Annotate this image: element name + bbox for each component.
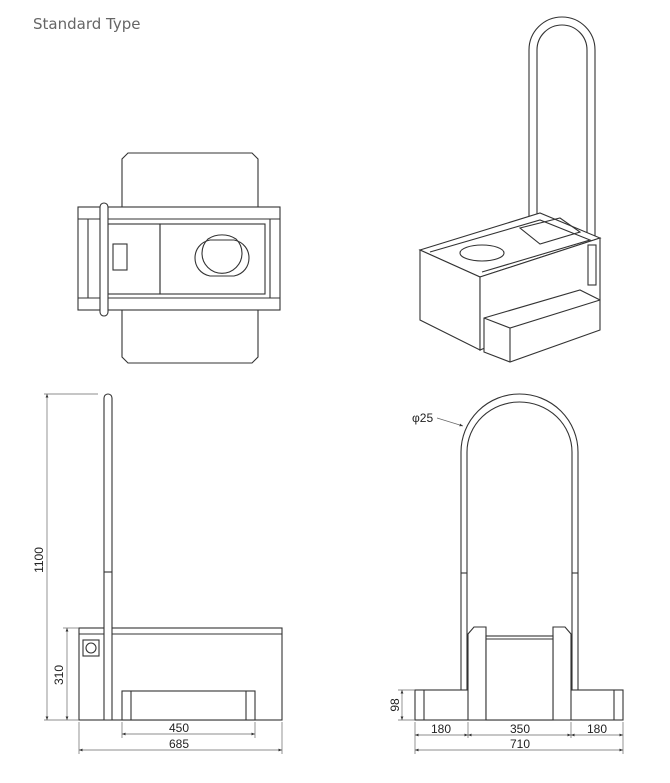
- dim-pipe-diameter: φ25: [412, 411, 433, 425]
- dim-height-box: 310: [52, 665, 66, 685]
- dim-depth-total: 685: [169, 737, 189, 751]
- heading: Standard Type: [33, 15, 141, 33]
- top-view: [77, 152, 281, 364]
- dim-center-width: 350: [510, 722, 530, 736]
- front-view: φ25 98 180 350 180 710: [388, 393, 624, 754]
- dim-side-left: 180: [431, 722, 451, 736]
- dim-step-length: 450: [169, 721, 189, 735]
- dim-width-total: 710: [510, 737, 530, 751]
- dim-step-height: 98: [388, 698, 402, 712]
- dim-height-total: 1100: [32, 547, 46, 573]
- side-view: 1100 310 450 685: [32, 393, 283, 754]
- isometric-view: [418, 16, 602, 363]
- dim-side-right: 180: [587, 722, 607, 736]
